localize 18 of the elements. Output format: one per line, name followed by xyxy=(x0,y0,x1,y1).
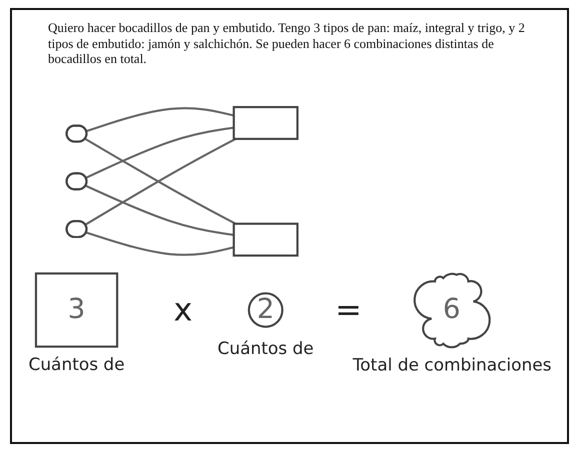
problem-statement: Quiero hacer bocadillos de pan y embutido. Tengo 3 tipos de pan: maíz, integral y trigo, y 2 tipos de embutido: jamón y salchichón. Se pueden hacer 6 combinaciones distintas de bocadillos en total. xyxy=(48,20,526,67)
circle: 2 xyxy=(247,292,283,328)
math-operator: x xyxy=(173,290,192,328)
connector xyxy=(84,126,234,179)
oval xyxy=(65,124,88,142)
square: 3 xyxy=(34,272,118,348)
caption-text: Cuántos de xyxy=(217,338,314,358)
square xyxy=(232,222,298,256)
caption-text: Cuántos de xyxy=(28,354,124,374)
caption-text: Total de combinaciones xyxy=(352,354,551,374)
oval xyxy=(65,220,88,238)
cloud: 6 xyxy=(413,272,490,348)
oval xyxy=(65,172,88,190)
connector xyxy=(86,231,234,256)
math-operator: = xyxy=(334,290,362,328)
connector xyxy=(85,184,234,236)
square xyxy=(232,106,298,140)
connector xyxy=(86,106,234,132)
